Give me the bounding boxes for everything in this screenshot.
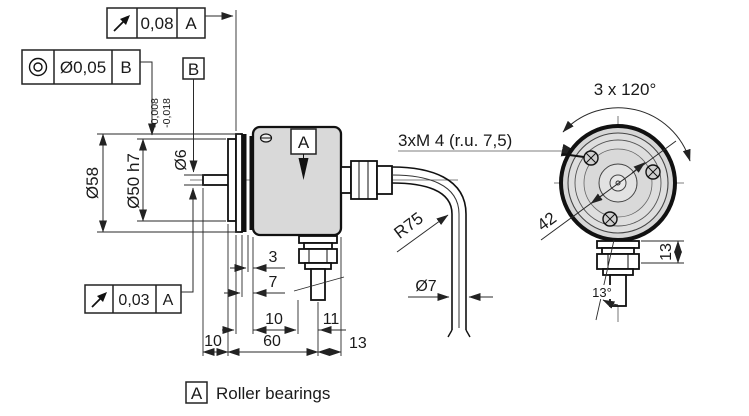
- dim-dia58-label: Ø58: [83, 167, 102, 199]
- cable-outer-edge: [391, 166, 467, 330]
- mounting-screw-icon: [602, 211, 618, 227]
- dim-10-side-label: 10: [265, 311, 283, 328]
- flange-ring-1: [242, 134, 247, 232]
- tilt-line-13deg: [595, 239, 615, 321]
- dim-dia6-tol-upper: -0,008: [149, 98, 161, 128]
- caption-datum-box: [185, 381, 208, 404]
- radial-gland-washer: [298, 235, 338, 244]
- fcf-concentricity-value: Ø0,05: [60, 58, 106, 77]
- circular-runout-icon: [91, 292, 107, 308]
- dim-42-arrow-left: [590, 193, 605, 204]
- dim-3-label: 3: [269, 249, 278, 266]
- mounting-screw-icon: [645, 164, 661, 180]
- cable-inner-edge: [391, 182, 453, 330]
- datum-a-pointer: [298, 158, 309, 180]
- mounting-screw-icon: [583, 150, 599, 166]
- datum-a-flag-label: A: [298, 133, 310, 152]
- endview-center-point: [615, 180, 621, 186]
- fcf-runout-top-value: 0,08: [140, 14, 173, 33]
- label-bg: [589, 285, 616, 299]
- gland-nut: [350, 160, 378, 200]
- dim-7-label: 7: [269, 274, 278, 291]
- fcf-runout-top: [106, 7, 206, 39]
- dim-120-arc: [562, 107, 691, 162]
- dim-13deg-label: 13°: [592, 285, 612, 300]
- dim-42-label: 42: [534, 208, 560, 234]
- dim-42-arrow-right: [631, 162, 646, 174]
- fcf-concentricity-leader: [140, 61, 156, 136]
- dim-13-gland-label: 13: [658, 243, 675, 261]
- shaft: [202, 174, 232, 186]
- endview-gland-washer: [596, 240, 640, 249]
- caption-text: Roller bearings: [216, 384, 330, 403]
- caption-datum-label: A: [191, 384, 203, 403]
- flange-ring-2: [249, 136, 254, 230]
- gland-washer: [340, 166, 352, 194]
- cable-end-flare: [465, 329, 471, 338]
- dim-10-shaft-label: 10: [204, 333, 222, 350]
- dim-r75-label: R75: [391, 209, 427, 243]
- cable-cut-mark: [293, 276, 345, 292]
- dim-42-line: [540, 140, 677, 241]
- gland-tip: [376, 165, 393, 195]
- dim-dia6-label: Ø6: [173, 149, 190, 170]
- thread-callout-label: 3xM 4 (r.u. 7,5): [398, 131, 512, 150]
- datum-b-label: B: [188, 60, 199, 79]
- fcf-runout-bottom-leader: [181, 187, 197, 293]
- flange-plate: [235, 133, 243, 233]
- fcf-runout-bottom-datum: A: [163, 292, 174, 309]
- dim-11-label: 11: [323, 311, 340, 328]
- dim-r75-leader: [396, 214, 449, 253]
- dim-dia7-label: Ø7: [415, 278, 436, 295]
- fcf-runout-top-datum: A: [185, 14, 197, 33]
- fcf-concentricity-datum: B: [120, 58, 131, 77]
- fcf-runout-bottom-value: 0,03: [118, 292, 149, 309]
- circular-runout-icon: [113, 15, 130, 32]
- radial-gland-nut: [298, 248, 338, 264]
- dim-120-label: 3 x 120°: [594, 80, 657, 99]
- cable-mid-line: [391, 174, 460, 328]
- centering-collar: [227, 138, 237, 222]
- dim-60-label: 60: [263, 333, 281, 350]
- endview-gland-nut: [596, 253, 640, 270]
- cable-end-flare: [447, 329, 453, 338]
- dim-13-bottom-label: 13: [349, 335, 367, 352]
- arc-13deg: [602, 299, 619, 309]
- concentricity-icon: [28, 57, 48, 77]
- dim-dia6-tol-lower: -0,018: [161, 98, 173, 128]
- dim-dia50-label: Ø50 h7: [124, 153, 143, 209]
